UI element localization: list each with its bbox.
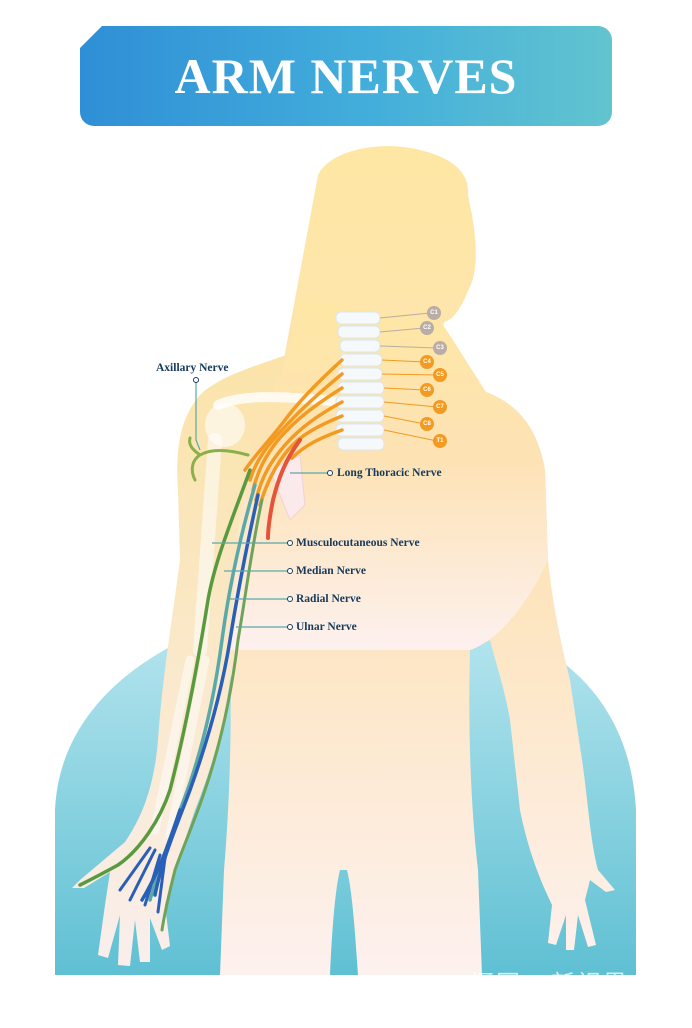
musculocutaneous-nerve-path: [78, 468, 252, 887]
title-banner-fold: [80, 26, 102, 48]
vertebra-label-c6: C6: [423, 387, 431, 393]
brachial-plexus: [243, 358, 344, 507]
ulnar-nerve-path: [160, 498, 264, 932]
hand-nerve-branches: [118, 846, 167, 914]
vertebra-label-c2: C2: [423, 325, 431, 331]
vertebra-badge-c7: [433, 400, 447, 414]
label-ulnar-nerve: Ulnar Nerve: [296, 621, 357, 633]
vertebra-badge-t1: [433, 434, 447, 448]
vertebra-badge-c5: [433, 368, 447, 382]
long-thoracic-nerve: [266, 438, 302, 540]
label-leader-lines: [195, 380, 330, 628]
vertebra-label-c3: C3: [436, 345, 444, 351]
vertebra-label-c4: C4: [423, 359, 431, 365]
vertebra-badge-c4: [420, 355, 434, 369]
vertebra-label-t1: T1: [436, 438, 444, 444]
axillary-nerve-path: [188, 436, 250, 482]
label-radial-nerve: Radial Nerve: [296, 593, 361, 605]
label-axillary-nerve: Axillary Nerve: [156, 362, 229, 374]
vertebra-leader-lines: [379, 312, 438, 349]
torso-silhouette: [230, 300, 548, 650]
label-long-thoracic-nerve: Long Thoracic Nerve: [337, 467, 442, 479]
vertebra-leader-lines-orange: [381, 359, 438, 442]
label-leader-dots: [193, 377, 333, 630]
vertebra-badge-c3: [433, 341, 447, 355]
radial-nerve-path: [140, 493, 260, 902]
vertebra-badge-c2: [420, 321, 434, 335]
page-title: ARM NERVES: [174, 48, 518, 104]
vertebra-label-c5: C5: [436, 372, 444, 378]
vertebra-badges: [420, 306, 447, 448]
label-musculocutaneous-nerve: Musculocutaneous Nerve: [296, 537, 420, 549]
clavicle-bone: [213, 392, 345, 410]
vertebra-label-c7: C7: [436, 404, 444, 410]
scapula-bone: [269, 454, 306, 521]
vertebra-label-c8: C8: [423, 421, 431, 427]
vertebra-badge-c8: [420, 417, 434, 431]
watermark-text: 摄图 · 新视界: [470, 970, 629, 998]
vertebra-badge-c6: [420, 383, 434, 397]
label-median-nerve: Median Nerve: [296, 565, 366, 577]
vertebra-label-c1: C1: [430, 310, 438, 316]
title-banner: [80, 26, 612, 126]
forearm-bones: [150, 655, 210, 840]
cervical-spine: [335, 311, 385, 451]
vertebra-badge-c1: [427, 306, 441, 320]
humerus-bone: [193, 433, 222, 657]
